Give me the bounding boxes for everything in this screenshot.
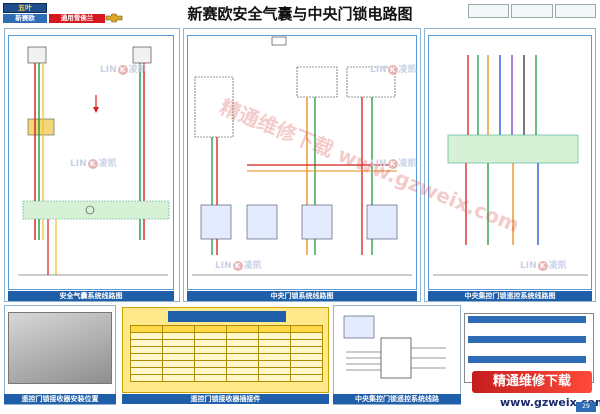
note-text (470, 344, 586, 354)
legend-box (554, 4, 596, 18)
footer-site: www.gzweix.com (500, 396, 600, 409)
chevrolet-logo-icon (105, 13, 123, 23)
receiver-location-image (8, 312, 112, 384)
airbag-wiring-diagram (18, 46, 170, 276)
remote-lock-frame (428, 35, 592, 290)
footer-logo: 精通维修下载 (472, 371, 592, 393)
page-title: 新赛欧安全气囊与中央门锁电路图 (187, 5, 413, 23)
airbag-caption: 安全气囊系统线路图 (8, 291, 174, 301)
remote-lock-caption: 中央集控门锁遥控系统线路图 (428, 291, 592, 301)
connector-pin-table (130, 325, 323, 382)
legend-box (468, 4, 510, 18)
central-lock-frame (187, 35, 417, 290)
note-heading (468, 336, 586, 343)
remote-schematic-diagram (343, 315, 446, 379)
remote-schematic-caption: 中央集控门锁遥控系统线路 (333, 394, 461, 404)
receiver-location-caption: 遥控门锁接收器安装位置 (4, 394, 116, 404)
central-lock-caption: 中央门锁系统线路图 (187, 291, 417, 301)
central-lock-wiring-diagram (192, 36, 412, 276)
note-text (470, 324, 586, 334)
airbag-frame (8, 35, 174, 290)
wire-legend (468, 4, 596, 18)
page-number: 29 (576, 402, 596, 412)
dealer-badge: 通用雪佛兰 (49, 14, 105, 23)
connector-caption: 遥控门锁接收器插接件 (122, 394, 329, 404)
note-heading (468, 316, 586, 323)
brand-badge: 五叶 (3, 3, 47, 13)
note-heading (468, 356, 586, 363)
legend-box (511, 4, 553, 18)
model-badge: 新赛欧 (3, 14, 47, 23)
connector-table-title (168, 311, 286, 322)
remote-lock-panel (424, 28, 596, 302)
remote-lock-wiring-diagram (433, 55, 588, 276)
